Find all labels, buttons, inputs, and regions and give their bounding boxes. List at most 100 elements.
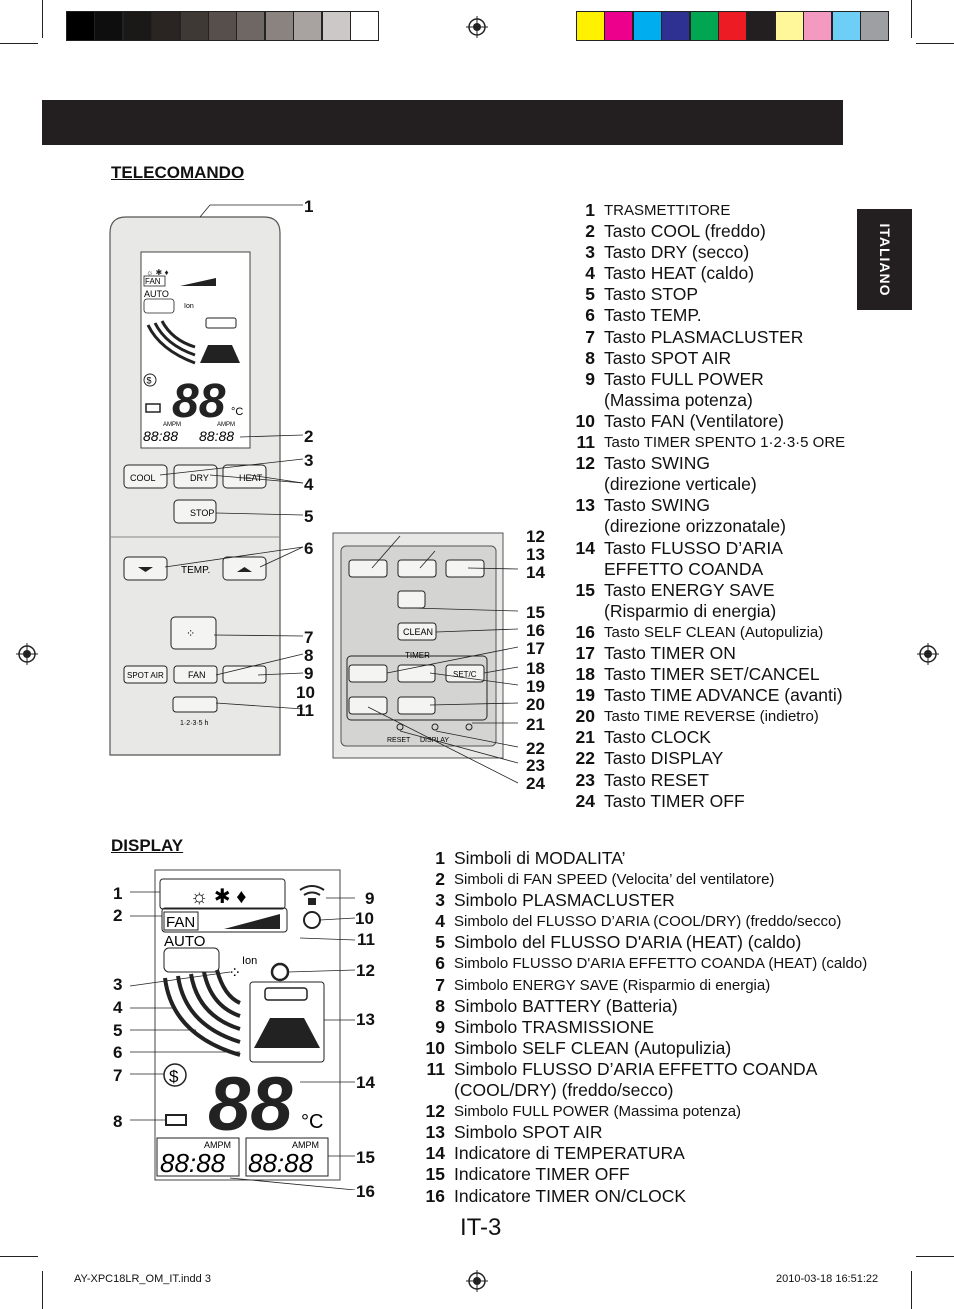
legend-number: 9 xyxy=(585,368,595,389)
cool-button[interactable] xyxy=(123,464,168,489)
svg-text:⁘: ⁘ xyxy=(228,965,241,982)
legend-number: 3 xyxy=(585,242,595,263)
remote-control-illustration: ☼ ✱ ♦ FAN AUTO Ion $ 88 °C AMPM AMPM 88:… xyxy=(109,204,519,784)
callout-number: 4 xyxy=(304,475,314,494)
full-power-button[interactable] xyxy=(222,665,267,684)
legend-text: Tasto PLASMACLUSTER xyxy=(604,326,804,347)
legend-number: 4 xyxy=(435,911,445,932)
reset-button[interactable] xyxy=(396,723,404,731)
dry-button[interactable] xyxy=(173,464,218,489)
stop-button[interactable] xyxy=(173,499,217,524)
legend-item: 9 Tasto FULL POWER (Massima potenza) xyxy=(565,369,845,411)
timer-off-ampm: AMPM xyxy=(204,1140,231,1150)
legend-text: Tasto FLUSSO D’ARIA EFFETTO COANDA xyxy=(604,537,783,579)
color-swatch xyxy=(831,11,861,41)
legend-text: Tasto FULL POWER (Massima potenza) xyxy=(604,368,764,410)
legend-text: Simbolo FULL POWER (Massima potenza) xyxy=(454,1103,742,1121)
swing-vertical-button[interactable] xyxy=(348,559,388,578)
legend-item: 5 Simbolo del FLUSSO D'ARIA (HEAT) (caldo… xyxy=(415,932,867,953)
legend-text: Tasto TIMER SPENTO 1·2·3·5 ORE xyxy=(604,434,846,452)
color-swatch xyxy=(718,11,747,41)
remote-lcd-ampm: AMPM xyxy=(163,422,181,428)
heat-button-label: HEAT xyxy=(239,473,263,483)
legend-number: 16 xyxy=(425,1185,445,1206)
timer-off-hours-button[interactable] xyxy=(172,696,218,713)
remote-lcd-ampm: AMPM xyxy=(217,422,235,428)
crop-mark xyxy=(0,43,38,44)
callout-number: 18 xyxy=(526,659,545,678)
color-swatch xyxy=(94,11,124,41)
time-reverse-button[interactable] xyxy=(397,696,436,715)
timer-hours-label: 1·2·3·5 h xyxy=(180,720,209,727)
color-swatch xyxy=(66,11,95,41)
spot-air-button[interactable] xyxy=(123,665,168,684)
callout-number: 10 xyxy=(355,909,374,928)
callout-number: 7 xyxy=(113,1066,123,1085)
legend-number: 7 xyxy=(585,326,595,347)
callout-number: 3 xyxy=(304,451,314,470)
legend-number: 8 xyxy=(585,347,595,368)
legend-text: Indicatore TIMER OFF xyxy=(454,1164,630,1185)
timer-label: TIMER xyxy=(405,651,430,660)
legend-text: Simbolo del FLUSSO D'ARIA (HEAT) (caldo) xyxy=(454,932,802,953)
legend-item: 7 Tasto PLASMACLUSTER xyxy=(565,327,845,348)
callout-number: 12 xyxy=(526,527,545,546)
timer-off-button[interactable] xyxy=(348,696,388,715)
legend-text: Tasto HEAT (caldo) xyxy=(604,263,755,284)
dry-button-label: DRY xyxy=(190,473,209,483)
swing-horizontal-button[interactable] xyxy=(397,559,437,578)
svg-text:$: $ xyxy=(147,376,152,386)
legend-item: 4 Simbolo del FLUSSO D’ARIA (COOL/DRY) (f… xyxy=(415,911,867,932)
callout-number: 13 xyxy=(526,545,545,564)
lcd-fan-label: FAN xyxy=(166,914,195,931)
legend-number: 9 xyxy=(435,1016,445,1037)
plasmacluster-button[interactable] xyxy=(170,616,217,650)
legend-text: Simboli di FAN SPEED (Velocita’ del vent… xyxy=(454,871,775,889)
callout-number: 2 xyxy=(113,906,123,925)
clean-button[interactable] xyxy=(397,622,437,641)
mode-symbols-icon: ☼ ✱ ♦ xyxy=(190,886,246,908)
language-tab: ITALIANO xyxy=(857,209,912,310)
callout-number: 15 xyxy=(526,603,545,622)
clock-button[interactable] xyxy=(465,723,473,731)
display-button[interactable] xyxy=(431,723,439,731)
callout-number: 4 xyxy=(113,998,123,1017)
timer-on-button[interactable] xyxy=(348,664,388,683)
color-swatch xyxy=(689,11,719,41)
legend-number: 7 xyxy=(435,974,445,995)
legend-text: Simbolo del FLUSSO D’ARIA (COOL/DRY) (fr… xyxy=(454,913,842,931)
footer-timestamp: 2010-03-18 16:51:22 xyxy=(776,1273,879,1285)
crop-mark xyxy=(42,1271,43,1309)
legend-text: Tasto FAN (Ventilatore) xyxy=(604,410,784,431)
set-cancel-button[interactable] xyxy=(445,664,485,683)
remote-lcd-battery-icon xyxy=(145,403,161,413)
remote-lcd-temp-digits: 88 xyxy=(172,375,226,428)
legend-text: Tasto TIMER SET/CANCEL xyxy=(604,664,820,685)
legend-number: 15 xyxy=(425,1164,445,1185)
legend-number: 3 xyxy=(435,890,445,911)
legend-text: Tasto SWING (direzione orizzonatale) xyxy=(604,495,786,537)
legend-number: 14 xyxy=(575,537,595,558)
crop-mark xyxy=(0,1256,38,1257)
color-swatch xyxy=(860,11,889,41)
legend-number: 5 xyxy=(435,932,445,953)
lcd-display-illustration: ☼ ✱ ♦ FAN AUTO Ion ⁘ $ 88 °C AMPM AMPM 8… xyxy=(129,869,356,1190)
energy-save-button[interactable] xyxy=(397,590,426,609)
timer-off-indicator-box xyxy=(156,1137,240,1177)
spot-air-label: SPOT AIR xyxy=(127,671,164,680)
legend-number: 24 xyxy=(575,790,595,811)
legend-number: 14 xyxy=(425,1143,445,1164)
legend-text: Tasto COOL (freddo) xyxy=(604,221,766,242)
legend-number: 20 xyxy=(575,706,595,727)
